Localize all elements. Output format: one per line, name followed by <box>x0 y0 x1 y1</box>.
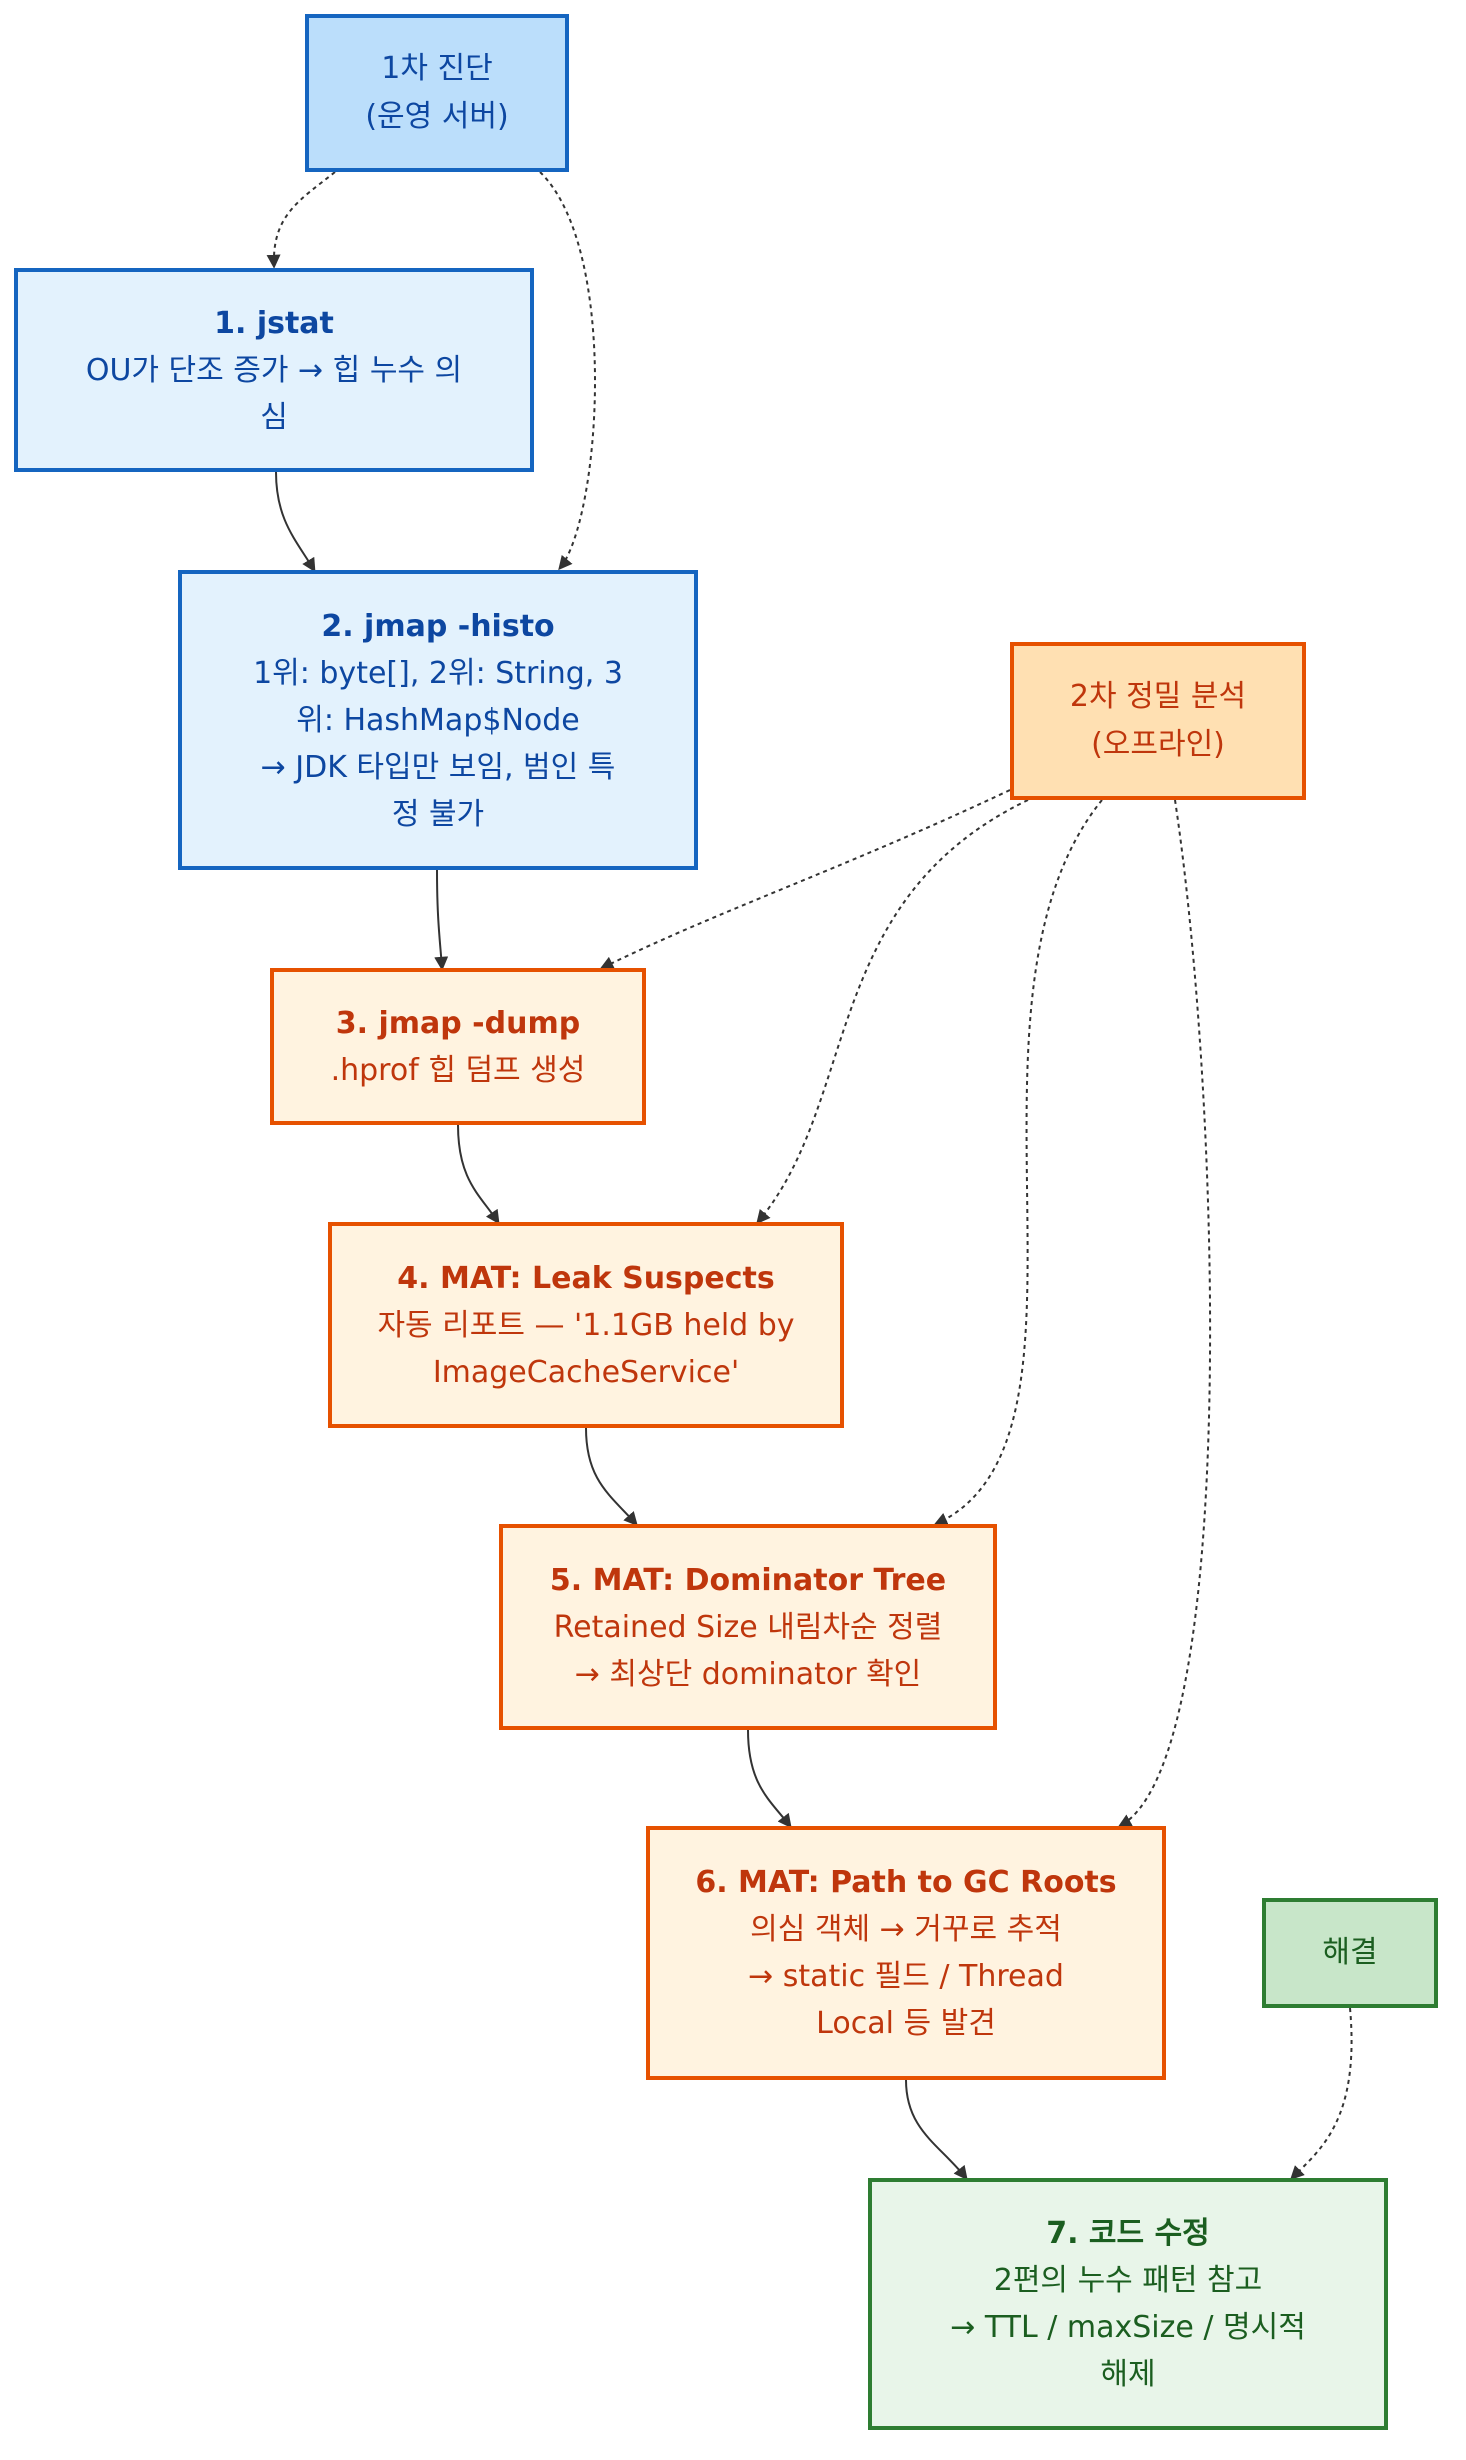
node-step5-title: 5. MAT: Dominator Tree <box>549 1562 947 1598</box>
node-diag2-label: 2차 정밀 분석 (오프라인) <box>1069 679 1247 762</box>
edge-diag1-step1 <box>266 171 336 269</box>
node-step6: 6. MAT: Path to GC Roots 의심 객체 → 거꾸로 추적 … <box>646 1826 1166 2080</box>
edge-diag2-step4 <box>756 799 1029 1225</box>
node-resolve-label: 해결 <box>1322 1935 1378 1970</box>
node-step3-title: 3. jmap -dump <box>335 1005 581 1041</box>
node-step5-body: Retained Size 내림차순 정렬 → 최상단 dominator 확인 <box>553 1609 943 1692</box>
node-step3-body: .hprof 힙 덤프 생성 <box>330 1052 586 1088</box>
node-step3: 3. jmap -dump .hprof 힙 덤프 생성 <box>270 968 646 1125</box>
edge-diag2-step5 <box>933 799 1103 1526</box>
dotted-edges <box>266 171 1353 2180</box>
solid-edges <box>275 471 968 2181</box>
edge-step4-step5 <box>585 1427 638 1527</box>
node-step7-title: 7. 코드 수정 <box>1046 2216 1210 2251</box>
node-diag1-label: 1차 진단 (운영 서버) <box>365 51 509 134</box>
node-step4-title: 4. MAT: Leak Suspects <box>397 1260 775 1296</box>
node-step6-body: 의심 객체 → 거꾸로 추적 → static 필드 / Thread Loca… <box>748 1912 1064 2041</box>
node-step2: 2. jmap -histo 1위: byte[], 2위: String, 3… <box>178 570 698 870</box>
edge-step5-step6 <box>747 1729 792 1829</box>
edge-resolve-step7 <box>1290 2007 1353 2180</box>
node-step7-body: 2편의 누수 패턴 참고 → TTL / maxSize / 명시적 해제 <box>950 2263 1306 2392</box>
edge-diag1-step2 <box>539 171 596 571</box>
edge-step2-step3 <box>434 869 449 971</box>
edge-step1-step2 <box>275 471 316 573</box>
node-step2-body: 1위: byte[], 2위: String, 3 위: HashMap$Nod… <box>253 655 623 832</box>
node-step1: 1. jstat OU가 단조 증가 → 힙 누수 의 심 <box>14 268 534 472</box>
edge-diag2-step3 <box>599 789 1011 970</box>
edge-step6-step7 <box>905 2079 968 2181</box>
node-step2-title: 2. jmap -histo <box>321 608 555 644</box>
node-step1-body: OU가 단조 증가 → 힙 누수 의 심 <box>85 352 463 435</box>
edge-step3-step4 <box>457 1124 500 1225</box>
node-step7: 7. 코드 수정 2편의 누수 패턴 참고 → TTL / maxSize / … <box>868 2178 1388 2430</box>
node-step5: 5. MAT: Dominator Tree Retained Size 내림차… <box>499 1524 997 1730</box>
node-diag1: 1차 진단 (운영 서버) <box>305 14 569 172</box>
node-diag2: 2차 정밀 분석 (오프라인) <box>1010 642 1306 800</box>
node-resolve: 해결 <box>1262 1898 1438 2008</box>
node-step6-title: 6. MAT: Path to GC Roots <box>695 1865 1117 1900</box>
edge-diag2-step6 <box>1117 799 1212 1828</box>
node-step4-body: 자동 리포트 — '1.1GB held by ImageCacheServic… <box>377 1307 795 1390</box>
node-step1-title: 1. jstat <box>214 305 334 341</box>
node-step4: 4. MAT: Leak Suspects 자동 리포트 — '1.1GB he… <box>328 1222 844 1428</box>
